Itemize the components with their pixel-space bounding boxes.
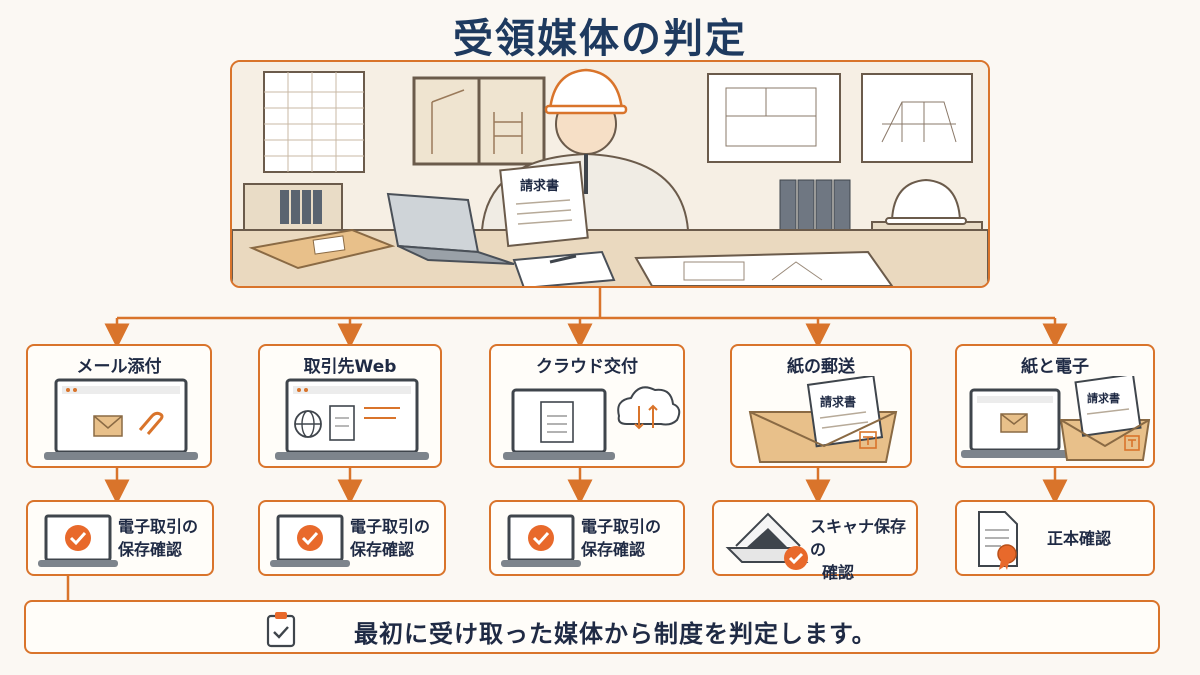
cloud-sync-icon: [617, 386, 681, 430]
postal-mark-icon: [859, 431, 877, 449]
check-text-line1: 電子取引の: [118, 517, 199, 536]
envelope-package-icon: [248, 228, 396, 270]
summary-banner: 最初に受け取った媒体から制度を判定します。: [24, 600, 1160, 654]
check-text-line1: スキャナ保存の: [810, 517, 907, 559]
scanner-check-icon: [725, 512, 809, 570]
envelope-icon: [93, 415, 123, 437]
check-card-email[interactable]: 電子取引の 保存確認: [26, 500, 214, 576]
globe-icon: [294, 410, 322, 438]
paperclip-icon: [138, 411, 164, 435]
clipboard-icon: [512, 250, 616, 286]
check-card-paper-and-digital[interactable]: 正本確認: [955, 500, 1155, 576]
certificate-document-icon: [978, 511, 1018, 570]
check-card-cloud[interactable]: 電子取引の 保存確認: [489, 500, 685, 576]
check-text-line1: 電子取引の: [350, 517, 431, 536]
check-text-line1: 正本確認: [1047, 529, 1112, 548]
laptop-check-icon: [38, 514, 118, 567]
check-card-web[interactable]: 電子取引の 保存確認: [258, 500, 446, 576]
laptop-check-icon: [501, 514, 581, 567]
laptop-icon: [386, 192, 515, 265]
document-icon: [329, 405, 355, 441]
summary-text: 最初に受け取った媒体から制度を判定します。: [354, 620, 877, 648]
media-card-paper-mail[interactable]: 紙の郵送 請求書: [730, 344, 912, 468]
paper-mail-doc-label: 請求書: [820, 394, 856, 409]
clipboard-check-icon: [266, 612, 296, 648]
office-scene-illustration: 請求書: [230, 60, 990, 288]
blueprint-poster-icon: [707, 73, 973, 163]
check-text-line2: 保存確認: [581, 540, 646, 559]
media-card-web[interactable]: 取引先Web: [258, 344, 442, 468]
document-icon: [540, 401, 574, 443]
media-label-paper-and-digital: 紙と電子: [1021, 357, 1089, 377]
postal-mark-icon: [1124, 435, 1140, 451]
page-title: 受領媒体の判定: [453, 16, 747, 62]
invoice-document-icon: 請求書: [1074, 376, 1142, 437]
window-icon: [412, 76, 546, 166]
check-text-line1: 電子取引の: [581, 517, 662, 536]
media-card-paper-and-digital[interactable]: 紙と電子 請求書: [955, 344, 1155, 468]
paper-digital-doc-label: 請求書: [1087, 391, 1120, 405]
check-card-paper-mail[interactable]: スキャナ保存の 確認: [712, 500, 918, 582]
hard-hat-icon: [885, 178, 967, 225]
laptop-check-icon: [270, 514, 350, 567]
media-label-web: 取引先Web: [303, 357, 397, 377]
media-label-paper-mail: 紙の郵送: [787, 357, 855, 377]
check-text-line2: 確認: [822, 563, 855, 582]
schedule-board-icon: [263, 71, 365, 173]
media-card-email[interactable]: メール添付: [26, 344, 212, 468]
scene-invoice-label: 請求書: [520, 178, 559, 194]
desk-blueprint-icon: [634, 250, 894, 286]
media-card-cloud[interactable]: クラウド交付: [489, 344, 685, 468]
media-label-email: メール添付: [76, 357, 162, 377]
invoice-document-icon: 請求書: [499, 160, 589, 248]
media-label-cloud: クラウド交付: [536, 357, 638, 377]
invoice-document-icon: 請求書: [806, 376, 884, 448]
check-text-line2: 保存確認: [350, 540, 415, 559]
check-text-line2: 保存確認: [118, 540, 183, 559]
